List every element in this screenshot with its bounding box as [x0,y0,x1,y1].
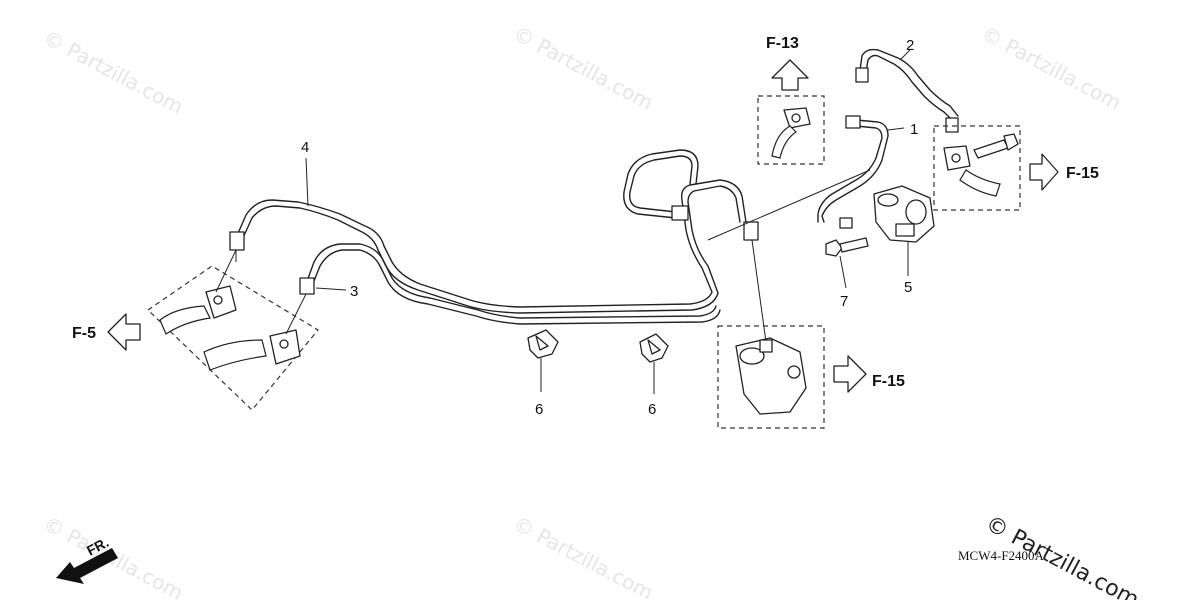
brake-pipe-3 [299,243,721,325]
arrow-to-f15-center: F-15 [833,355,905,393]
up-arrow-icon [771,59,809,91]
pipe-4-fitting-left [229,231,245,251]
watermark-top-center: © Partzilla.com [510,21,658,115]
upper-loop-pipe [623,149,699,221]
arrow-to-f15-right: F-15 [1029,153,1099,191]
upper-loop-fitting [671,205,689,221]
bolt-7-head [825,239,843,257]
left-hose-upper [159,305,211,335]
watermark-top-left: © Partzilla.com [40,25,188,119]
top-dashed-outline [757,95,825,165]
callout-6-left: 6 [535,401,543,418]
right-bolt [973,139,1009,159]
ref-f13: F-13 [766,35,799,52]
brake-pipe-1 [817,115,905,229]
ref-f15-center: F-15 [872,373,905,390]
right-arrow-icon [833,355,867,393]
pipe-2-fitting-top [855,67,869,83]
ref-f5: F-5 [72,325,96,342]
watermark-bottom-center: © Partzilla.com [510,511,658,600]
proportioning-valve-5 [873,185,935,276]
callout-6-right: 6 [648,401,656,418]
callout-3: 3 [350,283,358,300]
left-arrow-icon [107,313,141,351]
callout-5: 5 [904,279,912,296]
center-dashed-outline [717,325,825,429]
arrow-to-f5: F-5 [72,313,141,351]
pipe-1-fitting-bottom [839,217,853,229]
left-dashed-outline [147,265,319,411]
callouts: 1 2 3 4 5 6 6 7 [301,37,918,418]
center-valve-group [717,325,825,429]
callout-7: 7 [840,293,848,310]
top-banjo-group [757,95,825,165]
callout-2: 2 [906,37,914,54]
clamp-right [639,333,669,394]
right-dashed-outline [933,125,1021,211]
right-caliper-group [933,125,1021,211]
ref-f15-right: F-15 [1066,165,1099,182]
arrow-to-f13: F-13 [766,35,809,91]
watermark-top-right: © Partzilla.com [978,21,1126,115]
brake-pipe-2 [855,48,959,133]
right-arrow-icon-top [1029,153,1059,191]
callout-4: 4 [301,139,309,156]
pipe-3-fitting-left [299,277,315,295]
left-hose-lower [203,339,267,371]
callout-1: 1 [910,121,918,138]
front-arrow-icon [56,548,118,584]
bolt-7 [825,237,869,289]
brake-pipe-4 [229,179,747,314]
center-pipe-fitting [743,221,759,241]
pipe-1-fitting-top [845,115,861,129]
clamp-left [527,329,559,392]
diagram-code: MCW4-F2400A [958,548,1045,563]
pipe-2-fitting-bottom [945,117,959,133]
left-caliper-group [147,249,319,411]
